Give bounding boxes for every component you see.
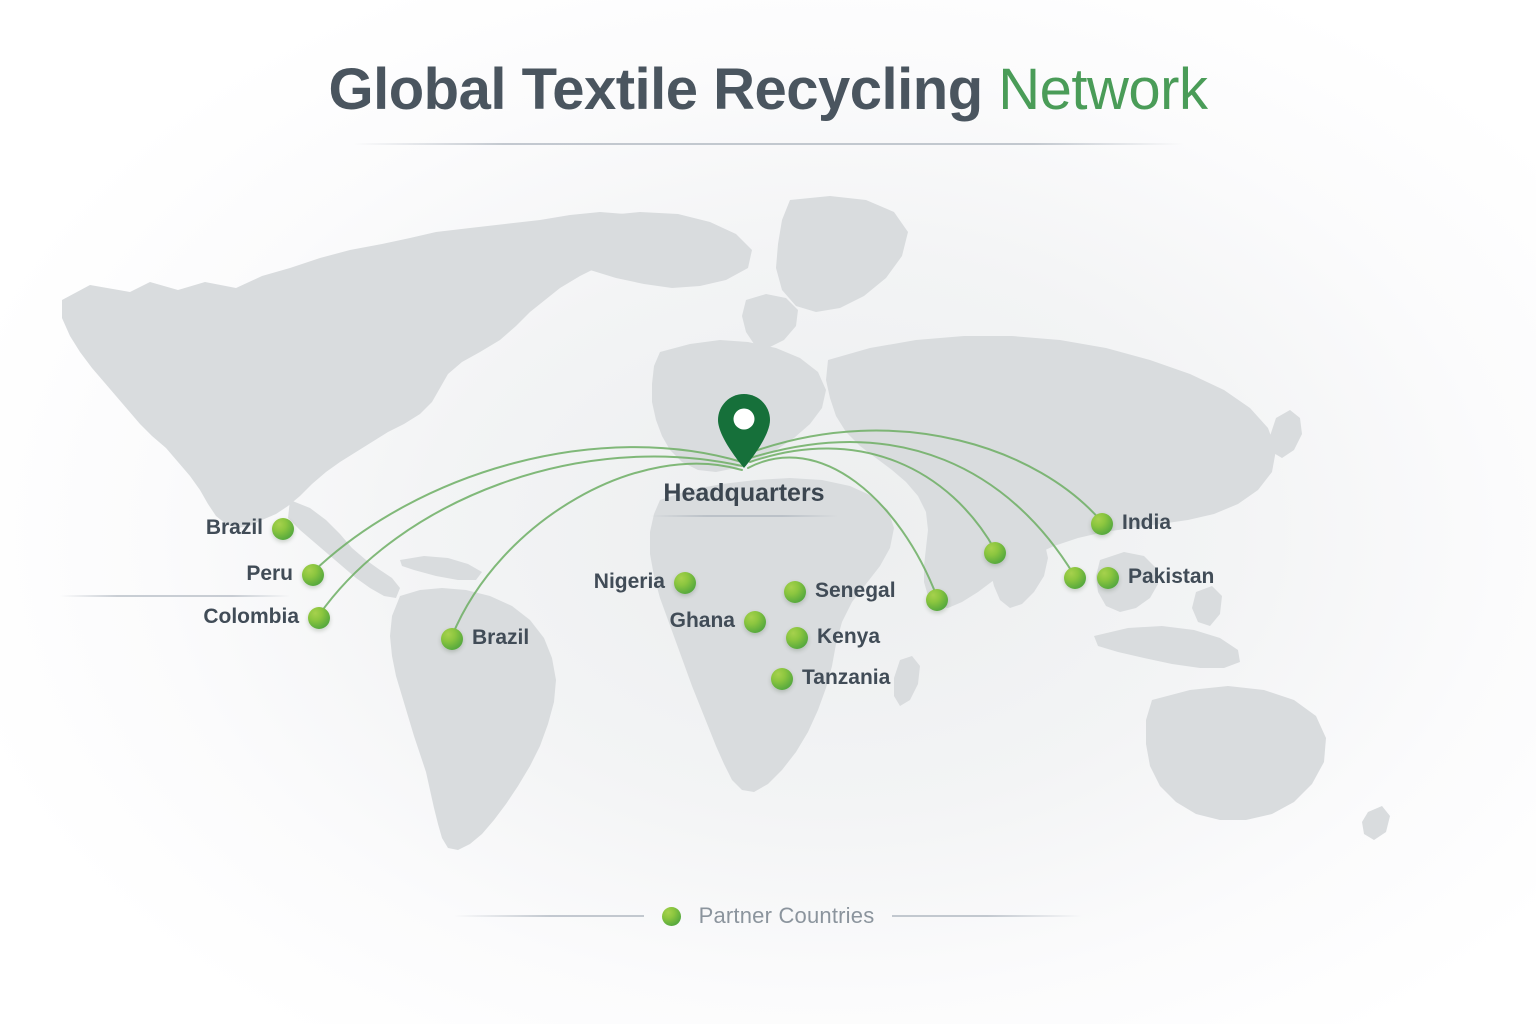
green-dot-icon xyxy=(441,628,463,650)
partner-node-label: India xyxy=(1122,511,1172,534)
partner-node-label: Brazil xyxy=(205,516,263,539)
title-block: Global Textile Recycling Network xyxy=(0,57,1536,145)
legend-label: Partner Countries xyxy=(698,903,875,928)
landmass-philippines xyxy=(1192,586,1222,626)
headquarters-label: Headquarters xyxy=(663,479,825,507)
partner-node-label: Senegal xyxy=(815,579,896,602)
green-dot-icon xyxy=(744,611,766,633)
green-dot-icon xyxy=(302,564,324,586)
headquarters-underline xyxy=(650,515,838,517)
green-dot-icon xyxy=(1097,567,1119,589)
partner-node-label: Nigeria xyxy=(593,570,665,593)
green-dot-icon xyxy=(784,581,806,603)
page-title-accent: Network xyxy=(998,57,1208,122)
page-title-main: Global Textile Recycling xyxy=(328,57,984,122)
green-dot-icon xyxy=(674,572,696,594)
green-dot-icon xyxy=(661,906,681,926)
page-title: Global Textile Recycling Network xyxy=(0,57,1536,122)
partner-node-label: Kenya xyxy=(817,625,881,648)
left-group-divider xyxy=(60,595,290,597)
title-divider xyxy=(353,142,1183,145)
landmass-south-america xyxy=(390,588,556,850)
green-dot-icon xyxy=(1064,567,1086,589)
landmass-australia xyxy=(1146,686,1326,820)
legend: Partner Countries xyxy=(0,903,1536,929)
partner-node-label: Brazil xyxy=(472,626,530,649)
green-dot-icon xyxy=(1091,513,1113,535)
landmass-japan xyxy=(1270,410,1302,458)
green-dot-icon xyxy=(308,607,330,629)
landmass-north-america xyxy=(62,212,660,528)
partner-node-label: Peru xyxy=(246,562,293,585)
landmass-new-zealand xyxy=(1362,806,1390,840)
landmass-madagascar xyxy=(894,656,920,706)
landmass-uk-ireland xyxy=(658,360,686,390)
green-dot-icon xyxy=(984,542,1006,564)
green-dot-icon xyxy=(786,627,808,649)
landmass-india-subcontinent xyxy=(988,524,1048,608)
landmass-caribbean xyxy=(400,556,482,580)
partner-node-label: Ghana xyxy=(669,609,735,632)
legend-rule-left xyxy=(453,915,644,917)
landmass-canada-arctic xyxy=(552,212,752,288)
partner-node-label: Pakistan xyxy=(1128,565,1215,588)
landmass-scandinavia xyxy=(742,294,798,348)
landmass-greenland xyxy=(776,196,908,312)
landmass-indonesia xyxy=(1094,626,1240,668)
partner-node-label: Tanzania xyxy=(802,666,891,689)
green-dot-icon xyxy=(926,589,948,611)
green-dot-icon xyxy=(771,668,793,690)
partner-node-label: Colombia xyxy=(203,605,299,628)
legend-rule-right xyxy=(892,915,1083,917)
green-dot-icon xyxy=(272,518,294,540)
map-pin-icon xyxy=(718,394,770,468)
